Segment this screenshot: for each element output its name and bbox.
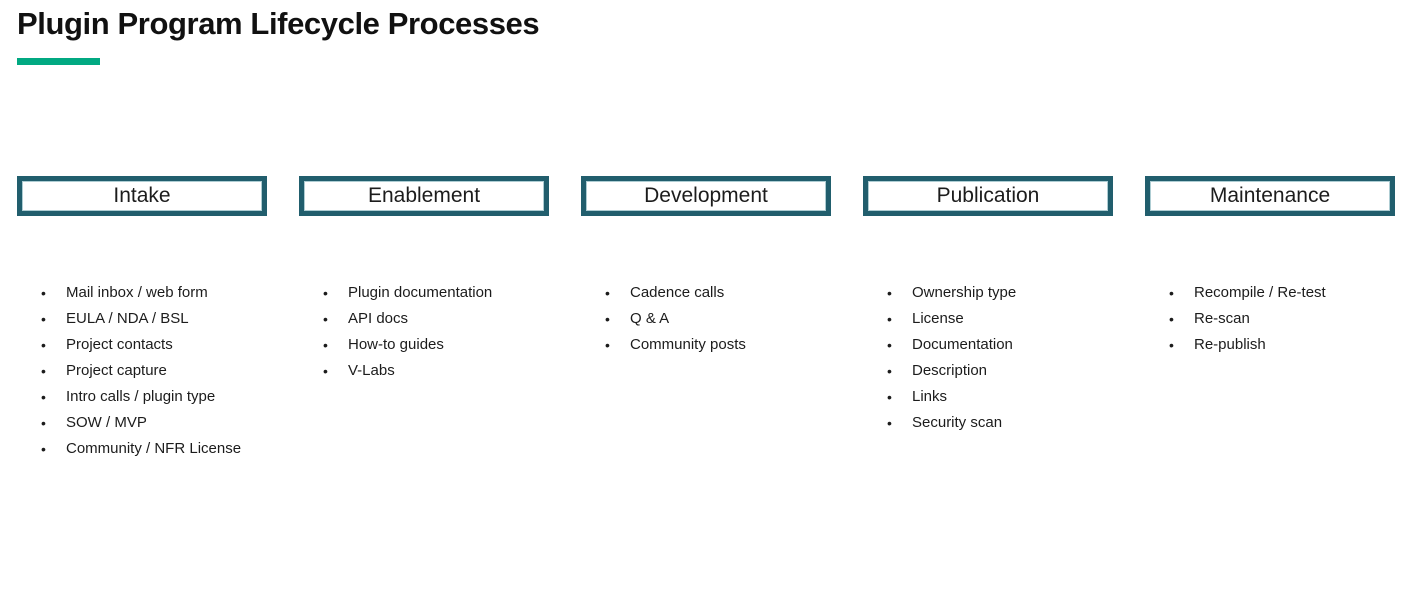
list-item: Plugin documentation bbox=[299, 280, 549, 306]
stage-bullet-list: Recompile / Re-testRe-scanRe-publish bbox=[1145, 280, 1395, 358]
stage-header-box: Maintenance bbox=[1145, 176, 1395, 216]
list-item: Documentation bbox=[863, 332, 1113, 358]
stage-header-label: Maintenance bbox=[1209, 184, 1331, 207]
stage-bullet-list: Plugin documentationAPI docsHow-to guide… bbox=[299, 280, 549, 384]
list-item: EULA / NDA / BSL bbox=[17, 306, 267, 332]
title-accent-underline bbox=[17, 58, 100, 65]
list-item: Q & A bbox=[581, 306, 831, 332]
page-title: Plugin Program Lifecycle Processes bbox=[17, 6, 540, 41]
list-item: Community posts bbox=[581, 332, 831, 358]
list-item: Links bbox=[863, 384, 1113, 410]
list-item: Intro calls / plugin type bbox=[17, 384, 267, 410]
lifecycle-columns-row: Intake Mail inbox / web formEULA / NDA /… bbox=[17, 176, 1395, 462]
list-item: How-to guides bbox=[299, 332, 549, 358]
list-item: Security scan bbox=[863, 410, 1113, 436]
lifecycle-column: Intake Mail inbox / web formEULA / NDA /… bbox=[17, 176, 267, 462]
stage-header-box: Intake bbox=[17, 176, 267, 216]
stage-header-label: Publication bbox=[936, 184, 1040, 207]
list-item: Project contacts bbox=[17, 332, 267, 358]
lifecycle-column: Enablement Plugin documentationAPI docsH… bbox=[299, 176, 549, 462]
list-item: SOW / MVP bbox=[17, 410, 267, 436]
list-item: API docs bbox=[299, 306, 549, 332]
lifecycle-column: Maintenance Recompile / Re-testRe-scanRe… bbox=[1145, 176, 1395, 462]
lifecycle-column: Development Cadence callsQ & ACommunity … bbox=[581, 176, 831, 462]
list-item: Re-scan bbox=[1145, 306, 1395, 332]
stage-header-label: Intake bbox=[113, 184, 171, 207]
stage-bullet-list: Cadence callsQ & ACommunity posts bbox=[581, 280, 831, 358]
list-item: Ownership type bbox=[863, 280, 1113, 306]
stage-bullet-list: Ownership typeLicenseDocumentationDescri… bbox=[863, 280, 1113, 436]
list-item: Description bbox=[863, 358, 1113, 384]
stage-header-box: Publication bbox=[863, 176, 1113, 216]
list-item: Re-publish bbox=[1145, 332, 1395, 358]
list-item: Community / NFR License bbox=[17, 436, 267, 462]
stage-header-box: Enablement bbox=[299, 176, 549, 216]
list-item: Mail inbox / web form bbox=[17, 280, 267, 306]
list-item: Project capture bbox=[17, 358, 267, 384]
stage-header-label: Development bbox=[644, 184, 768, 207]
list-item: Cadence calls bbox=[581, 280, 831, 306]
list-item: Recompile / Re-test bbox=[1145, 280, 1395, 306]
stage-header-box: Development bbox=[581, 176, 831, 216]
list-item: License bbox=[863, 306, 1113, 332]
stage-bullet-list: Mail inbox / web formEULA / NDA / BSLPro… bbox=[17, 280, 267, 462]
stage-header-label: Enablement bbox=[367, 184, 481, 207]
lifecycle-column: Publication Ownership typeLicenseDocumen… bbox=[863, 176, 1113, 462]
list-item: V-Labs bbox=[299, 358, 549, 384]
